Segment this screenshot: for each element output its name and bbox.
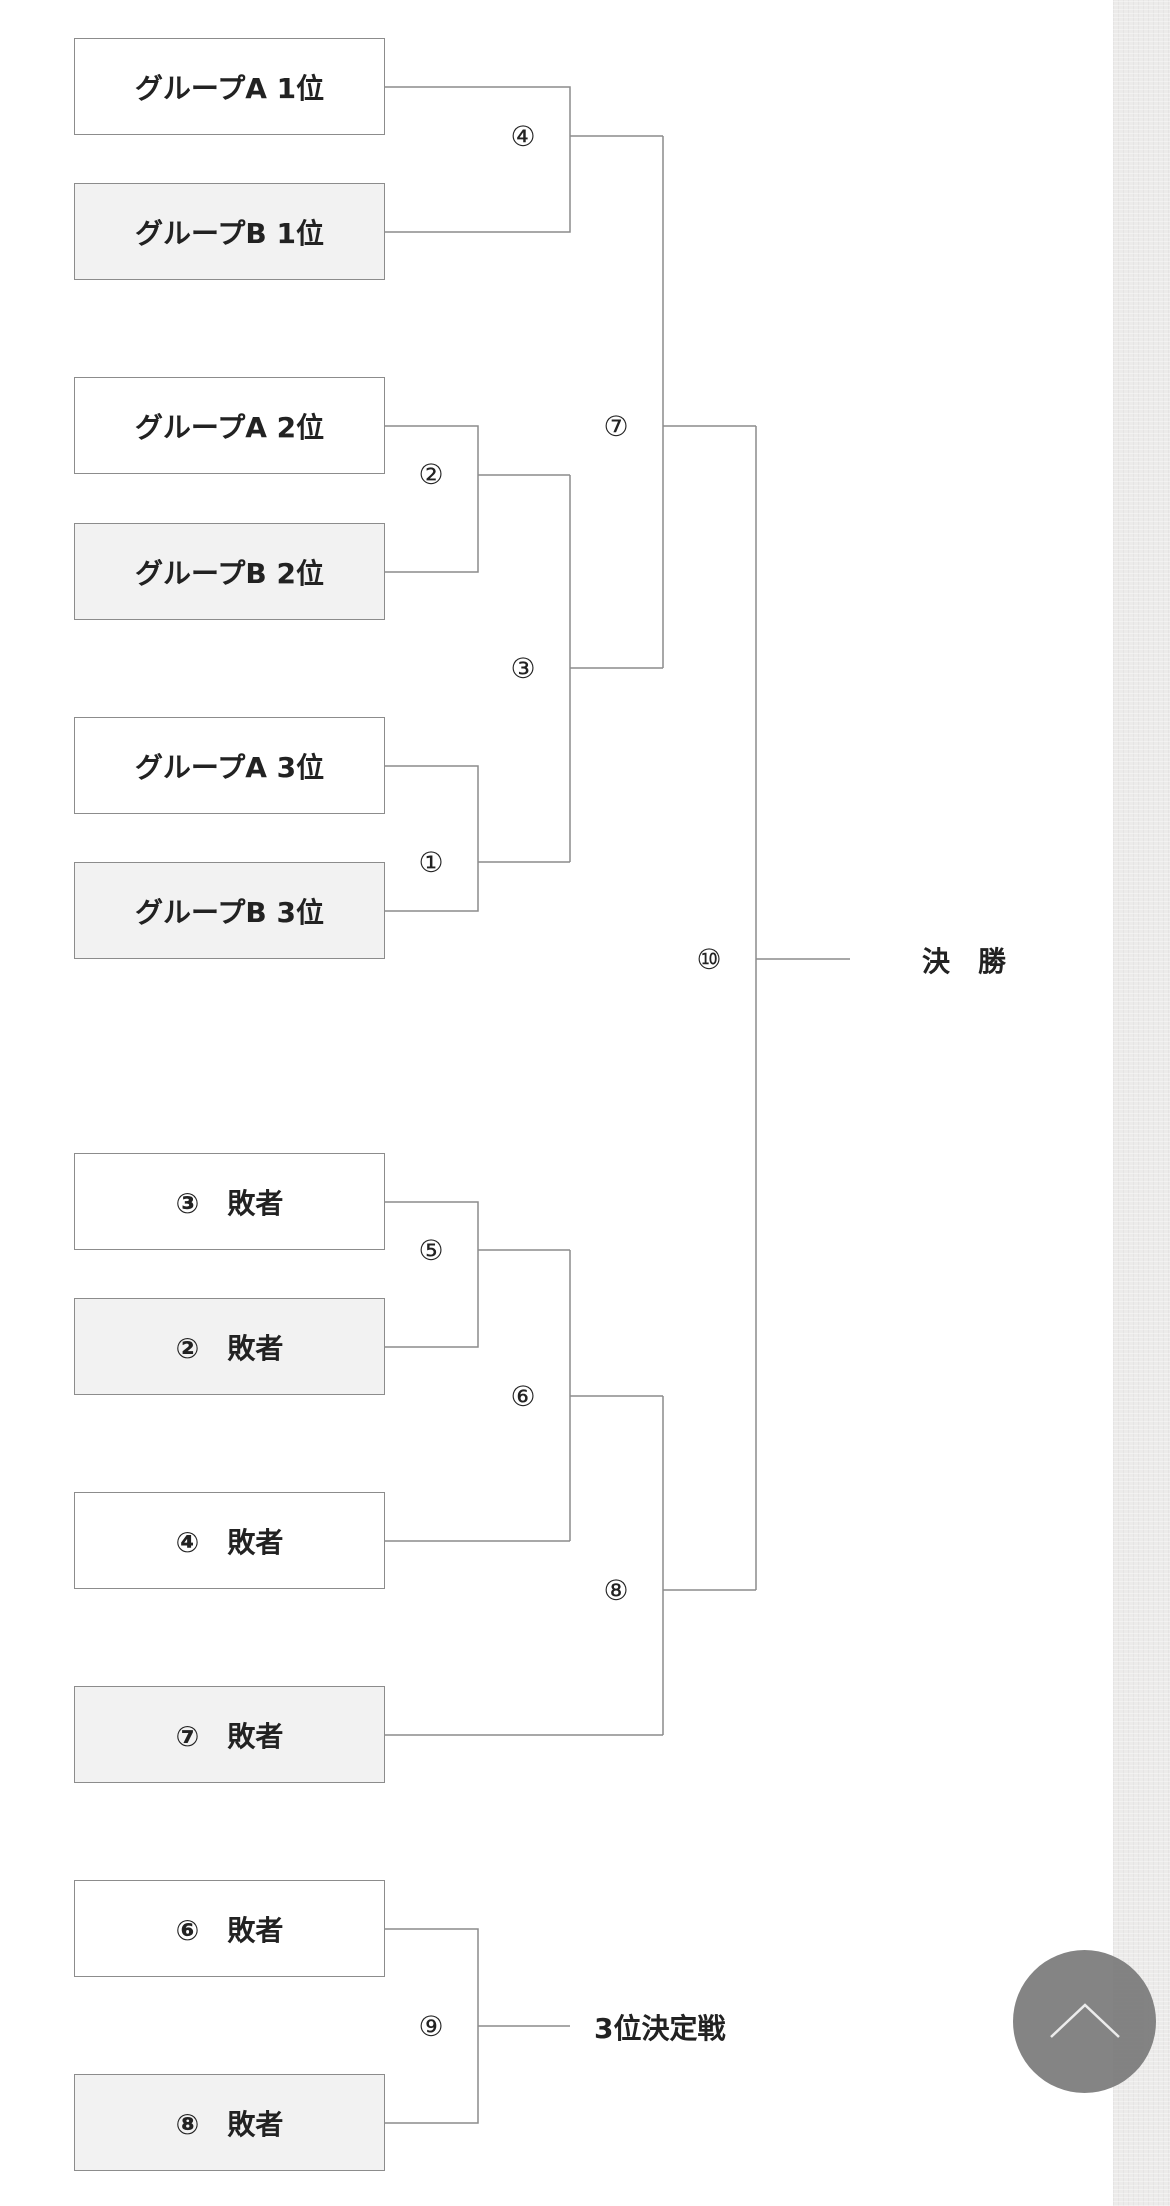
team-box: ⑧ 敗者 [74,2074,385,2171]
final-label: 決 勝 [922,945,1007,978]
match-number: ① [418,845,444,879]
team-box: ② 敗者 [74,1298,385,1395]
bracket-line [385,1201,479,1348]
match-number: ⑤ [418,1233,444,1267]
team-box: グループB 1位 [74,183,385,280]
sidebar-strip [1113,0,1170,2206]
match-number: ③ [510,651,536,685]
match-number: ④ [510,119,536,153]
team-box: ⑦ 敗者 [74,1686,385,1783]
team-box: ④ 敗者 [74,1492,385,1589]
match-number: ⑦ [603,409,629,443]
chevron-up-icon [1049,2002,1120,2038]
match-number: ⑥ [510,1379,536,1413]
team-box: グループA 2位 [74,377,385,474]
match-number: ⑧ [603,1573,629,1607]
team-box: グループB 3位 [74,862,385,959]
match-number: ⑨ [418,2009,444,2043]
scroll-top-button[interactable] [1013,1950,1156,2093]
bracket-line [385,765,479,912]
team-box: グループA 3位 [74,717,385,814]
match-number: ② [418,457,444,491]
team-box: グループB 2位 [74,523,385,620]
team-box: ⑥ 敗者 [74,1880,385,1977]
bracket-line [385,425,479,573]
bracket-line [385,86,571,233]
match-number: ⑩ [696,942,722,976]
team-box: グループA 1位 [74,38,385,135]
team-box: ③ 敗者 [74,1153,385,1250]
third-place-label: 3位決定戦 [594,2012,726,2045]
